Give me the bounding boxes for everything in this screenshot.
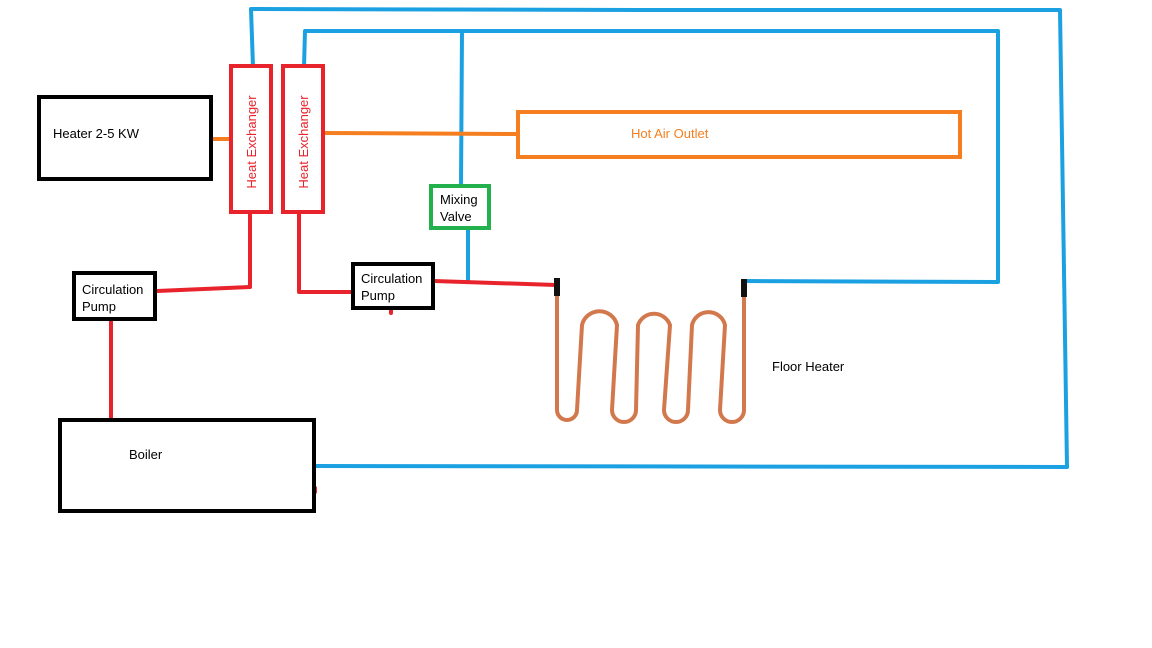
- pump-left-label-line1: Circulation: [82, 282, 144, 297]
- pump-mid-box: [351, 262, 435, 310]
- orange-duct-outlet: [322, 131, 519, 136]
- heater-label: Heater 2-5 KW: [53, 126, 139, 141]
- heat-exchanger-1: [229, 64, 273, 214]
- hot-air-outlet-label: Hot Air Outlet: [631, 126, 709, 141]
- heater-box: [37, 95, 213, 181]
- pump-mid-label-line1: Circulation: [361, 271, 423, 286]
- blue-pipe-outer: [249, 7, 1069, 469]
- blue-pipe-inner: [302, 29, 1000, 284]
- heat-exchanger-1-label: Heat Exchanger: [244, 95, 259, 189]
- floor-heater-label: Floor Heater: [772, 359, 845, 374]
- red-pipe-pump-to-floor: [432, 279, 558, 287]
- floor-heater-inlet-connector: [554, 278, 560, 296]
- blue-pipe-valve-top: [459, 29, 464, 188]
- boiler-label: Boiler: [129, 447, 163, 462]
- pump-mid-label: Circulation Pump: [361, 270, 422, 304]
- boiler-box: [58, 418, 316, 513]
- floor-heater-coil: [555, 288, 746, 424]
- pump-left-label-line2: Pump: [82, 299, 116, 314]
- floor-heater-outlet-connector: [741, 279, 747, 297]
- red-pipe-hx2-to-pump: [297, 211, 354, 294]
- heat-exchanger-2: [281, 64, 325, 214]
- mixing-valve-box: [429, 184, 491, 230]
- mixing-valve-label-line1: Mixing: [440, 192, 478, 207]
- mixing-valve-label: Mixing Valve: [440, 191, 478, 225]
- hot-air-outlet-box: [516, 110, 962, 159]
- pump-mid-label-line2: Pump: [361, 288, 395, 303]
- red-pipe-hx1-to-pump: [155, 211, 252, 293]
- pump-left-box: [72, 271, 157, 321]
- pump-left-label: Circulation Pump: [82, 281, 143, 315]
- heat-exchanger-2-label: Heat Exchanger: [296, 95, 311, 189]
- mixing-valve-label-line2: Valve: [440, 209, 472, 224]
